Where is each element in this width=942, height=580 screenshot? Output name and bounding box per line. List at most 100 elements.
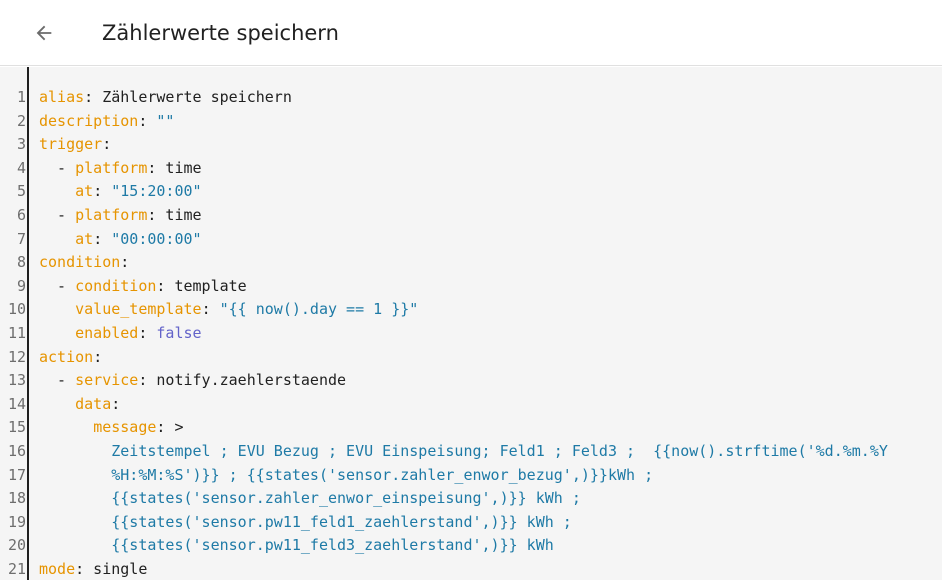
yaml-colon: : <box>93 229 103 248</box>
yaml-key: value_template <box>75 300 202 319</box>
line-number: 15 <box>7 418 26 437</box>
indent: - <box>39 371 76 390</box>
code-line[interactable]: 14 data: <box>0 393 942 417</box>
indent <box>39 513 111 531</box>
code-text: {{states('sensor.zahler_enwor_einspeisun… <box>39 487 581 511</box>
yaml-colon: : <box>93 347 103 366</box>
yaml-colon: : <box>111 394 121 413</box>
line-number: 10 <box>7 300 26 319</box>
yaml-key: trigger <box>39 135 103 154</box>
yaml-value: template <box>165 276 247 295</box>
code-line[interactable]: 9 - condition: template <box>0 275 942 299</box>
yaml-value: false <box>147 323 202 342</box>
code-line[interactable]: 16 Zeitstempel ; EVU Bezug ; EVU Einspei… <box>0 440 942 464</box>
line-number: 20 <box>7 536 26 555</box>
code-line[interactable]: 4 - platform: time <box>0 157 942 181</box>
code-text: %H:%M:%S')}} ; {{states('sensor.zahler_e… <box>39 464 653 488</box>
yaml-value: %H:%M:%S')}} ; {{states('sensor.zahler_e… <box>111 465 654 484</box>
indent <box>39 418 93 436</box>
code-line[interactable]: 3 trigger: <box>0 133 942 157</box>
code-text: - service: notify.zaehlerstaende <box>39 369 346 393</box>
yaml-value: "" <box>147 111 175 130</box>
code-line[interactable]: 8 condition: <box>0 251 942 275</box>
code-line[interactable]: 10 value_template: "{{ now().day == 1 }}… <box>0 298 942 322</box>
code-line[interactable]: 19 {{states('sensor.pw11_feld1_zaehlerst… <box>0 511 942 535</box>
page-title: Zählerwerte speichern <box>102 21 339 45</box>
yaml-value: {{states('sensor.pw11_feld1_zaehlerstand… <box>111 512 572 531</box>
yaml-colon: : <box>147 158 157 177</box>
yaml-value: notify.zaehlerstaende <box>147 371 347 390</box>
code-text: {{states('sensor.pw11_feld3_zaehlerstand… <box>39 534 554 558</box>
code-text: mode: single <box>39 558 147 580</box>
yaml-colon: : <box>156 276 166 295</box>
line-number: 1 <box>16 88 26 106</box>
yaml-value: {{states('sensor.pw11_feld3_zaehlerstand… <box>111 536 554 555</box>
yaml-colon: : <box>147 205 157 224</box>
yaml-colon: : <box>138 371 148 390</box>
app-header: Zählerwerte speichern <box>0 0 942 66</box>
indent: - <box>39 158 76 177</box>
code-line[interactable]: 12 action: <box>0 346 942 370</box>
yaml-value: > <box>165 418 184 437</box>
code-text: - condition: template <box>39 275 247 299</box>
yaml-value: {{states('sensor.zahler_enwor_einspeisun… <box>111 489 581 508</box>
indent <box>39 324 75 342</box>
indent <box>39 300 75 318</box>
code-line[interactable]: 15 message: > <box>0 416 942 440</box>
line-number: 7 <box>16 229 26 248</box>
line-number: 3 <box>16 135 26 154</box>
line-number: 8 <box>16 253 26 272</box>
line-number: 12 <box>7 347 26 366</box>
code-text: - platform: time <box>39 204 202 228</box>
code-line[interactable]: 21 mode: single <box>0 558 942 580</box>
indent <box>39 466 111 484</box>
yaml-key: data <box>75 394 112 413</box>
line-number: 14 <box>7 394 26 413</box>
yaml-key: condition <box>75 276 157 295</box>
yaml-key: enabled <box>75 323 139 342</box>
yaml-value: time <box>156 158 202 177</box>
yaml-colon: : <box>102 135 112 154</box>
line-number: 21 <box>7 559 26 578</box>
code-line[interactable]: 5 at: "15:20:00" <box>0 180 942 204</box>
yaml-colon: : <box>75 559 85 578</box>
yaml-key: at <box>75 182 94 201</box>
code-line[interactable]: 17 %H:%M:%S')}} ; {{states('sensor.zahle… <box>0 464 942 488</box>
code-text: Zeitstempel ; EVU Bezug ; EVU Einspeisun… <box>39 440 888 464</box>
code-text: action: <box>39 346 102 370</box>
code-text: at: "00:00:00" <box>39 228 201 252</box>
indent <box>39 230 75 248</box>
yaml-value: Zeitstempel ; EVU Bezug ; EVU Einspeisun… <box>111 441 888 460</box>
indent: - <box>39 276 76 295</box>
yaml-key: mode <box>39 559 76 578</box>
line-number: 5 <box>16 182 26 201</box>
line-number: 19 <box>7 512 26 531</box>
code-line[interactable]: 6 - platform: time <box>0 204 942 228</box>
indent <box>39 395 75 413</box>
yaml-value: time <box>156 205 202 224</box>
yaml-key: alias <box>39 88 85 106</box>
code-text: description: "" <box>39 110 174 134</box>
code-text: condition: <box>39 251 129 275</box>
code-text: at: "15:20:00" <box>39 180 201 204</box>
indent <box>39 442 111 460</box>
back-button[interactable] <box>28 17 60 49</box>
code-line[interactable]: 11 enabled: false <box>0 322 942 346</box>
line-number: 4 <box>16 158 26 177</box>
yaml-key: action <box>39 347 94 366</box>
code-line[interactable]: 18 {{states('sensor.zahler_enwor_einspei… <box>0 487 942 511</box>
yaml-colon: : <box>84 88 94 106</box>
line-number: 11 <box>7 323 26 342</box>
line-number: 17 <box>7 465 26 484</box>
yaml-key: service <box>75 371 139 390</box>
code-line[interactable]: 20 {{states('sensor.pw11_feld3_zaehlerst… <box>0 534 942 558</box>
yaml-key: platform <box>75 158 148 177</box>
code-text: - platform: time <box>39 157 202 181</box>
code-line[interactable]: 7 at: "00:00:00" <box>0 228 942 252</box>
code-line[interactable]: 13 - service: notify.zaehlerstaende <box>0 369 942 393</box>
code-text: data: <box>39 393 120 417</box>
code-text: message: > <box>39 416 184 440</box>
